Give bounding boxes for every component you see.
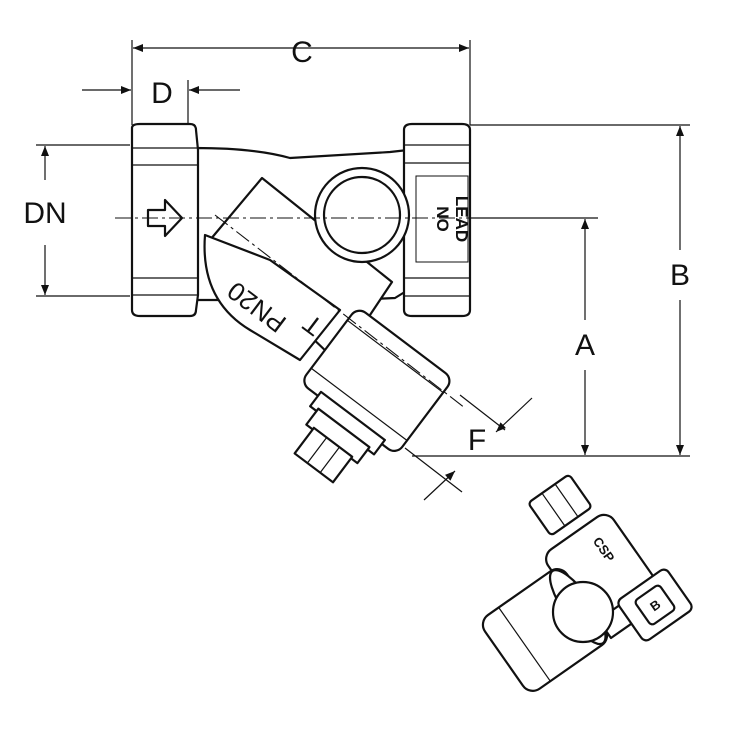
plug-facet-1	[306, 437, 328, 464]
plug-facet-2	[319, 446, 340, 474]
dimension-labels: C D DN B A F	[23, 36, 690, 457]
angled-centerline	[214, 214, 466, 409]
thumb-nipple-body	[528, 474, 592, 536]
thumbnail-view: B CSP	[481, 474, 693, 692]
dimension-lines	[36, 40, 690, 501]
thumb-logo-box	[634, 584, 676, 626]
thumb-right-end: B	[617, 568, 693, 642]
cap-rib-2	[310, 367, 408, 441]
dim-f-ext-lower	[404, 447, 463, 493]
strainer-body	[115, 122, 600, 484]
thumb-boss	[551, 580, 615, 644]
drain-plug-hex	[293, 426, 354, 484]
thumb-top-nipple	[528, 474, 592, 536]
thumb-nipple-facet-1	[541, 492, 566, 527]
no-mark: NO	[433, 206, 452, 232]
dim-label-a: A	[575, 329, 595, 362]
dim-label-dn: DN	[23, 197, 66, 230]
no-lead-label-area	[415, 175, 469, 263]
dim-label-b: B	[670, 259, 690, 292]
dim-label-f: F	[468, 424, 486, 457]
dim-f-arrow-upper	[495, 397, 533, 433]
cap-rib-1	[346, 319, 444, 394]
strainer-cap	[293, 309, 451, 484]
dim-f-arrow-lower	[423, 470, 456, 501]
strainer-leg-lower	[203, 233, 342, 362]
lead-mark: LEAD	[452, 196, 471, 242]
body-boss-inner	[322, 175, 402, 255]
thumb-cylinder-line	[498, 607, 551, 682]
dim-label-d: D	[151, 77, 173, 110]
thumb-nipple-facet-2	[554, 483, 579, 518]
dim-label-c: C	[291, 36, 313, 69]
